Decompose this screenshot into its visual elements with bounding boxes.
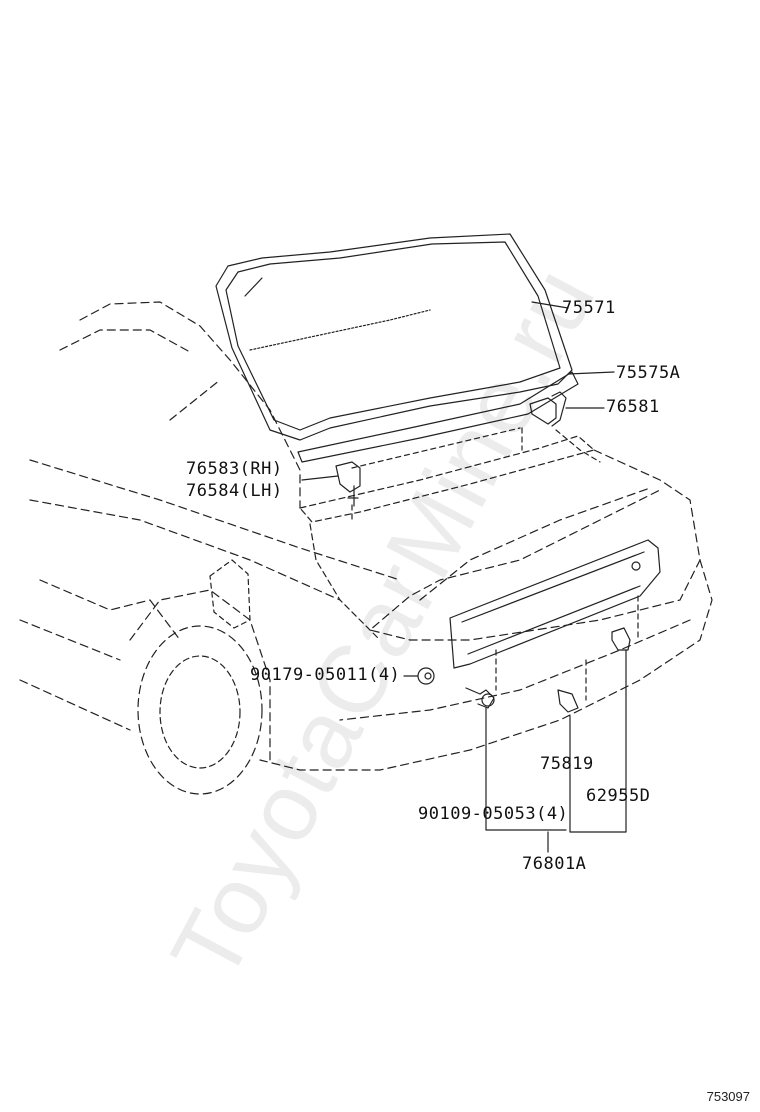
callout-76801a: 76801A bbox=[522, 854, 587, 874]
screw-90109 bbox=[465, 687, 495, 709]
clip-75819 bbox=[557, 689, 579, 713]
body-roofline bbox=[79, 301, 301, 509]
wheel-arch bbox=[129, 589, 271, 761]
plate-garnish bbox=[449, 539, 661, 669]
fuel-door bbox=[209, 559, 251, 629]
callout-75571: 75571 bbox=[562, 298, 616, 318]
trunk-lid bbox=[369, 449, 701, 641]
rear-wheel bbox=[137, 625, 263, 795]
callout-76581: 76581 bbox=[606, 397, 660, 417]
diagram-id: 753097 bbox=[706, 1089, 750, 1104]
clip-76581 bbox=[529, 391, 567, 427]
callout-90109: 90109-05053(4) bbox=[418, 804, 569, 824]
callout-90179: 90179-05011(4) bbox=[250, 665, 401, 685]
rear-window-inner bbox=[225, 241, 561, 431]
callout-75819: 75819 bbox=[540, 754, 594, 774]
body-side-line bbox=[29, 459, 401, 581]
window-garnish bbox=[297, 371, 579, 463]
clip-62955D bbox=[611, 627, 631, 651]
rear-bumper bbox=[259, 559, 713, 771]
callout-62955d: 62955D bbox=[586, 786, 651, 806]
callout-76584: 76584(LH) bbox=[186, 481, 283, 501]
callout-75575a: 75575A bbox=[616, 363, 681, 383]
clip-76583 bbox=[335, 461, 361, 507]
callout-76583: 76583(RH) bbox=[186, 459, 283, 479]
parcel-shelf bbox=[299, 435, 595, 523]
